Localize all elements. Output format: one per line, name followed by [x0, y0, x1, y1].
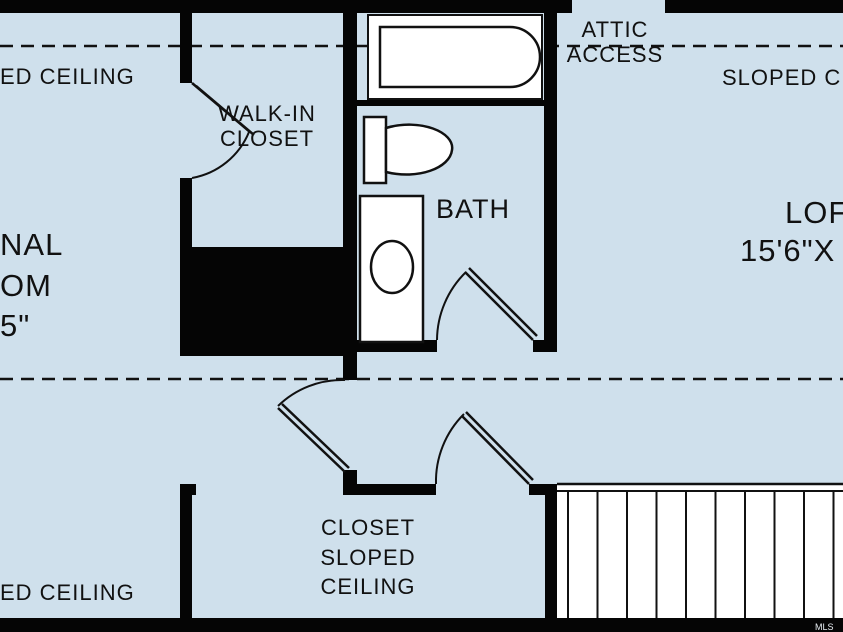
outer-wall-top	[0, 0, 572, 13]
sink-icon	[369, 239, 415, 295]
bathtub-basin-icon	[378, 25, 542, 89]
hall-closet-wall-top-left	[180, 484, 196, 495]
hall-closet-label-line1: CLOSET	[320, 515, 416, 540]
walk-in-closet-label-line1: WALK-IN	[218, 101, 316, 126]
loft-size: 15'6"X	[740, 233, 836, 268]
bath-wall-right	[544, 13, 557, 352]
bedroom-name-line1: NAL	[0, 227, 64, 262]
walk-in-closet-label: WALK-IN CLOSET	[201, 101, 333, 152]
hall-closet-wall-top-right	[529, 484, 557, 495]
closet-wall-left-upper	[180, 13, 192, 83]
toilet-tank-icon	[362, 115, 388, 185]
walk-in-closet-label-line2: CLOSET	[219, 126, 315, 152]
stair-wall-left	[545, 484, 557, 618]
bedroom-size: 5"	[0, 308, 31, 343]
outer-wall-bottom	[0, 618, 843, 632]
attic-access-label: ATTIC ACCESS	[560, 17, 670, 68]
loft-name: LOF	[785, 195, 843, 230]
bedroom-name-line2: OM	[0, 268, 52, 303]
hall-closet-label-line3: CEILING	[320, 574, 416, 600]
hall-closet-door-icon	[434, 411, 534, 485]
hall-closet-label: CLOSET SLOPED CEILING	[301, 513, 435, 602]
bath-wall-bottom-right	[533, 340, 557, 352]
hall-closet-label-line2: SLOPED	[320, 544, 416, 570]
walk-in-closet-door-icon	[191, 82, 255, 179]
bath-label: BATH	[436, 194, 511, 224]
bedroom-sloped-ceiling-label: ED CEILING	[0, 64, 135, 89]
attic-access-label-line1: ATTIC	[581, 17, 649, 42]
loft-sloped-ceiling-label: SLOPED C	[722, 65, 842, 90]
hall-closet-wall-top	[346, 484, 436, 495]
bath-tub-ledge	[357, 100, 545, 106]
staircase-icon	[557, 482, 843, 618]
hall-closet-wall-left	[180, 484, 192, 618]
outer-wall-top-right	[665, 0, 843, 13]
bedroom-sloped-ceiling-label-bottom: ED CEILING	[0, 580, 135, 605]
closet-bath-wall	[343, 13, 357, 380]
closet-storage-block	[180, 247, 348, 356]
toilet-bowl-icon	[384, 123, 454, 176]
bath-door-icon	[436, 267, 538, 341]
bedroom-door-icon	[277, 378, 350, 473]
watermark-text: MLS	[815, 622, 834, 632]
attic-access-label-line2: ACCESS	[566, 42, 664, 68]
hall-wall-post	[343, 470, 357, 495]
